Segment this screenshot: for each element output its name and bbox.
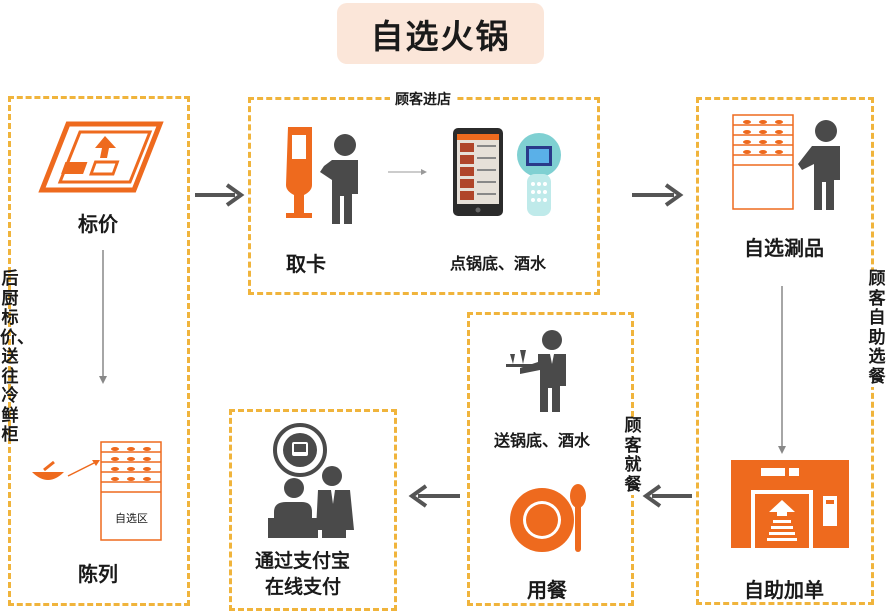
pay-step-box (229, 409, 397, 611)
right-arrow-icon (195, 183, 245, 207)
plate-cutlery-icon (510, 484, 586, 552)
price-side-label: 后厨标价、送往冷鲜柜 (0, 269, 34, 445)
left-arrow-icon (642, 484, 692, 508)
price-label-icon (38, 121, 164, 193)
add-order-icon (731, 460, 849, 548)
person-icon (320, 134, 358, 224)
entry-header: 顾客进店 (390, 89, 456, 109)
waiter-icon (506, 330, 566, 412)
self-select-label: 自选涮品 (744, 236, 824, 260)
down-arrow-icon (778, 286, 786, 454)
price-label: 标价 (78, 212, 118, 236)
add-order-label: 自助加单 (744, 578, 824, 602)
right-arrow-icon (632, 183, 684, 207)
dine-side-label: 顾客就餐 (623, 416, 643, 495)
display-label: 陈列 (78, 562, 118, 586)
pot-icon (32, 460, 100, 480)
self-select-side-label: 顾客自助选餐 (867, 269, 887, 387)
display-shelf-icon (100, 441, 162, 541)
card-label: 取卡 (286, 252, 326, 276)
small-arrow-icon (388, 169, 427, 175)
display-shelf-label: 自选区 (115, 512, 148, 525)
page-title: 自选火锅 (337, 3, 544, 64)
person-icon (798, 120, 840, 210)
alipay-pay-icon (268, 423, 354, 538)
card-reader-icon (517, 133, 561, 216)
pay-label-line2: 在线支付 (265, 576, 342, 598)
serve-label: 送锅底、酒水 (494, 431, 591, 450)
down-arrow-icon (99, 250, 107, 384)
price-step-box (8, 96, 190, 606)
order-label: 点锅底、酒水 (450, 254, 547, 273)
left-arrow-icon (408, 484, 460, 508)
eat-label: 用餐 (527, 578, 567, 602)
self-shelf-icon (732, 114, 794, 210)
pay-label-line1: 通过支付宝 (255, 550, 351, 572)
kiosk-icon (286, 127, 312, 218)
tablet-menu-icon (453, 128, 503, 216)
